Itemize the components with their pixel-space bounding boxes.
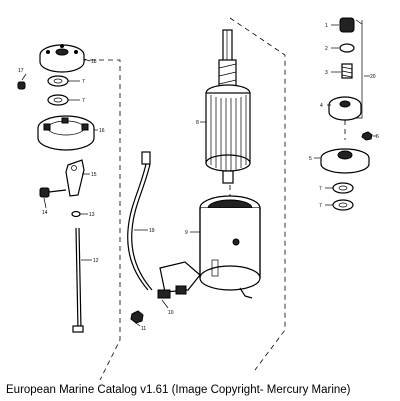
callout-7-left-upper: 7 xyxy=(82,79,85,85)
callout-16: 16 xyxy=(99,128,105,134)
callout-7-right-lower: 7 xyxy=(319,203,322,209)
small-washer-part xyxy=(71,210,81,218)
assembly-guide-lines xyxy=(45,17,346,380)
washer-right-upper xyxy=(332,182,354,194)
callout-3: 3 xyxy=(325,70,328,76)
drive-end-cap-5 xyxy=(320,148,370,174)
callout-7-left-lower: 7 xyxy=(82,98,85,104)
callout-5: 5 xyxy=(309,156,312,162)
callout-2: 2 xyxy=(325,46,328,52)
callout-8: 8 xyxy=(196,120,199,126)
callout-labels: 1 2 3 4 6 5 7 7 20 17 18 7 7 16 15 14 13… xyxy=(18,23,379,332)
callout-20: 20 xyxy=(370,74,376,80)
screw-part xyxy=(17,81,26,90)
callout-12: 12 xyxy=(93,258,99,264)
armature-part xyxy=(205,29,251,184)
housing-part xyxy=(199,195,261,299)
callout-14: 14 xyxy=(42,210,48,216)
washer-left-lower xyxy=(47,94,69,106)
callout-19: 19 xyxy=(149,228,155,234)
callout-11: 11 xyxy=(141,326,146,332)
cable-lead-part xyxy=(127,151,153,291)
small-nut-6 xyxy=(361,131,373,141)
callout-1: 1 xyxy=(325,23,328,29)
callout-15: 15 xyxy=(91,172,97,178)
brush-holder-ring xyxy=(37,115,95,151)
through-bolt-part xyxy=(72,227,84,333)
leader-lines xyxy=(21,19,377,327)
bolt-part xyxy=(39,187,67,198)
washer-2 xyxy=(339,43,355,53)
washer-right-lower xyxy=(332,199,354,211)
callout-13: 13 xyxy=(89,212,95,218)
drive-gear-4 xyxy=(328,96,362,121)
washer-left-upper xyxy=(47,75,69,87)
starter-motor-exploded-diagram: 1 2 3 4 6 5 7 7 20 17 18 7 7 16 15 14 13… xyxy=(17,17,379,380)
callout-6: 6 xyxy=(376,134,379,140)
end-cap-part xyxy=(39,44,85,73)
callout-9: 9 xyxy=(185,230,188,236)
bracket-part xyxy=(65,159,85,197)
nut-top-right xyxy=(339,17,355,33)
spring-3 xyxy=(341,63,353,79)
nut-part xyxy=(130,310,144,324)
callout-18: 18 xyxy=(91,59,97,65)
callout-7-right-upper: 7 xyxy=(319,186,322,192)
image-caption: European Marine Catalog v1.61 (Image Cop… xyxy=(6,384,351,396)
callout-17: 17 xyxy=(18,68,24,74)
terminal-connectors xyxy=(157,261,216,299)
callout-4: 4 xyxy=(320,103,323,109)
callout-10: 10 xyxy=(168,310,174,316)
